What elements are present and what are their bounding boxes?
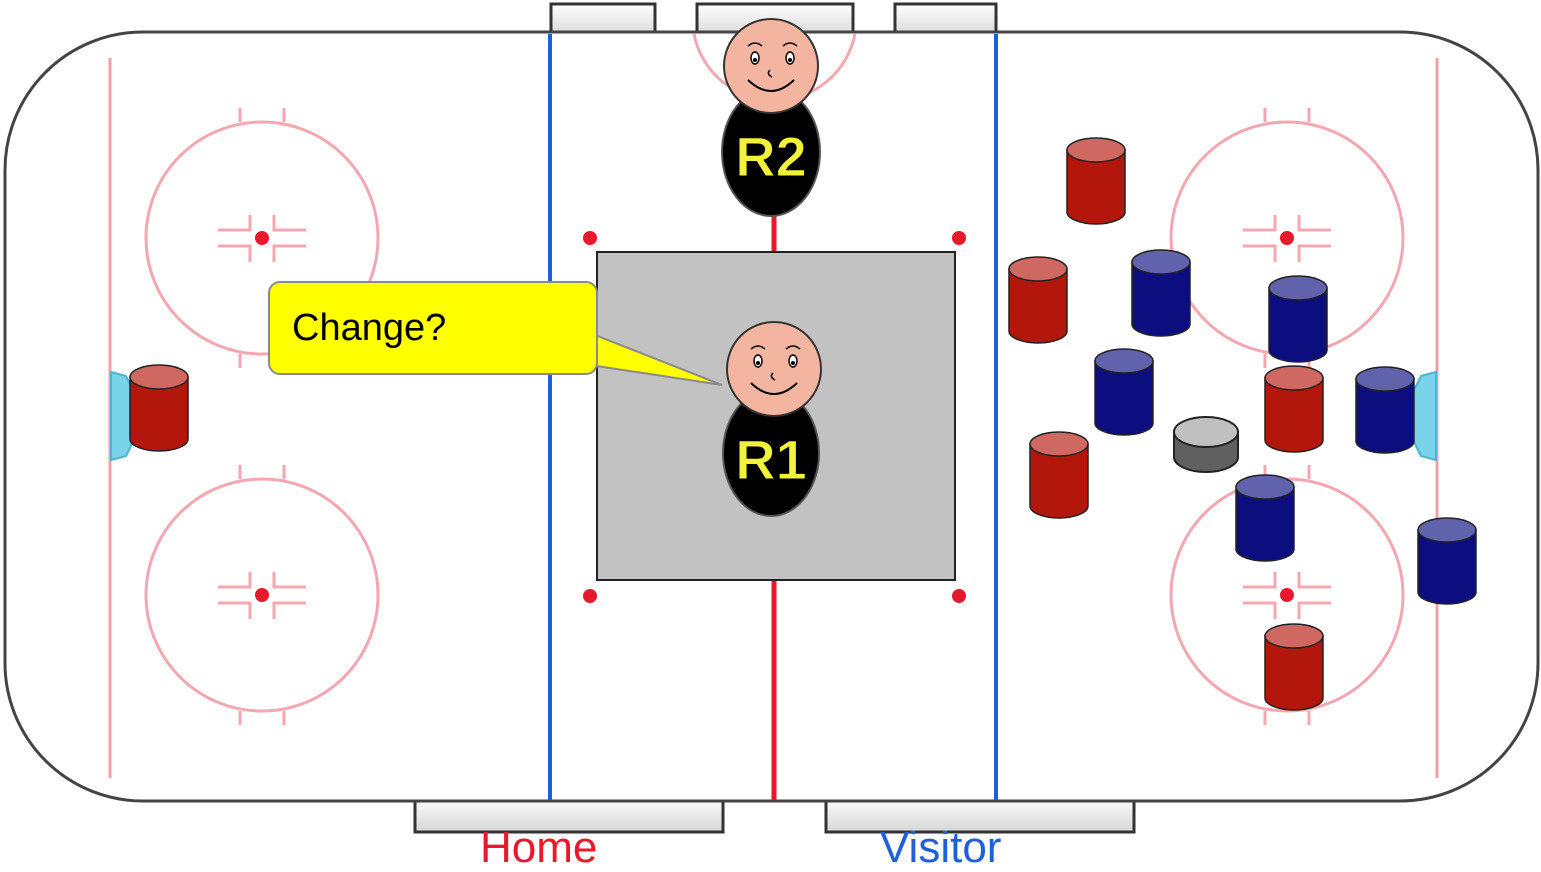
faceoff-dot [1280, 231, 1294, 245]
faceoff-dot [255, 231, 269, 245]
faceoff-dot [1280, 588, 1294, 602]
visitor-player [1235, 474, 1295, 562]
visitor-player [1417, 517, 1477, 605]
home-player [1066, 137, 1126, 225]
referee-label: R2 [735, 125, 807, 188]
crease-right [1412, 370, 1437, 462]
puck-icon [1173, 416, 1239, 473]
players-layer [129, 137, 1477, 711]
neutral-zone-dot [952, 589, 966, 603]
faceoff-circle [144, 120, 380, 356]
faceoff-markers [218, 215, 1331, 619]
referee-r2: R2 [721, 18, 821, 217]
home-player [1264, 623, 1324, 711]
visitor-player [1268, 275, 1328, 363]
faceoff-dot [255, 588, 269, 602]
home-bench-label: Home [480, 823, 598, 872]
referee-label: R1 [735, 428, 807, 491]
neutral-zone-dot [952, 231, 966, 245]
visitor-bench-label: Visitor [880, 823, 1002, 872]
neutral-zone-dot [583, 231, 597, 245]
visitor-player [1131, 249, 1191, 337]
faceoff-hashes [238, 108, 1311, 725]
smiley-face-icon [726, 321, 822, 417]
smiley-face-icon [723, 18, 819, 114]
neutral-zone-dot [583, 589, 597, 603]
visitor-player [1094, 348, 1154, 436]
referee-r1: R1 [722, 321, 822, 517]
home-player [1008, 256, 1068, 344]
speech-bubble: Change? [268, 281, 598, 375]
speech-bubble-text: Change? [292, 307, 447, 349]
faceoff-dots [255, 231, 1294, 603]
faceoff-circle [144, 477, 380, 713]
home-player [1264, 365, 1324, 453]
home-player [1029, 431, 1089, 519]
visitor-player [1355, 366, 1415, 454]
home-player [129, 364, 189, 452]
